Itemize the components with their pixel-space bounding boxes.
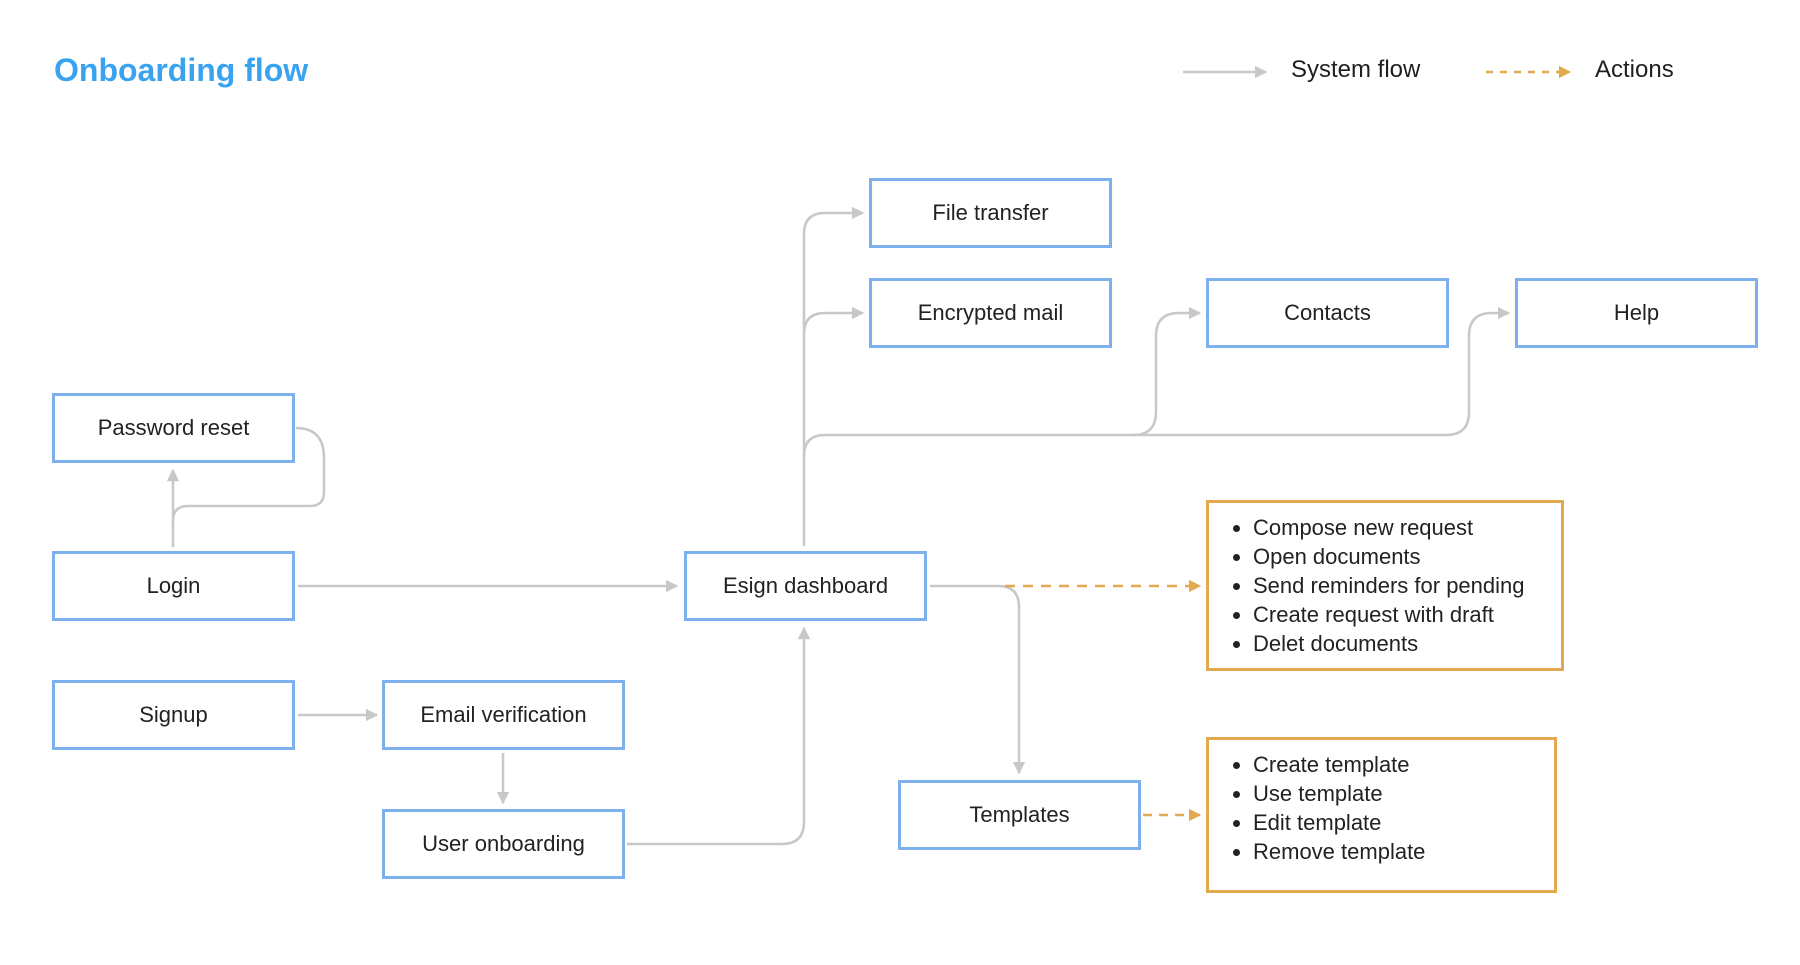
template-actions-box: Create template Use template Edit templa…: [1206, 737, 1557, 893]
template-action-item: Use template: [1253, 779, 1538, 808]
dashboard-actions-list: Compose new request Open documents Send …: [1231, 513, 1545, 658]
page-title: Onboarding flow: [54, 52, 309, 88]
edge-dashboard-to-templates: [930, 584, 1026, 775]
node-email-verification[interactable]: Email verification: [382, 680, 625, 750]
template-action-item: Edit template: [1253, 808, 1538, 837]
template-actions-list: Create template Use template Edit templa…: [1231, 750, 1538, 866]
template-action-item: Create template: [1253, 750, 1538, 779]
edge-dashboard-to-encrypted-mail: [802, 306, 865, 335]
dashboard-action-item: Create request with draft: [1253, 600, 1545, 629]
edge-password-reset-loop: [171, 426, 326, 522]
dashboard-action-item: Open documents: [1253, 542, 1545, 571]
edge-onboarding-to-dashboard: [627, 626, 811, 846]
dashboard-action-item: Delet documents: [1253, 629, 1545, 658]
edge-dashboard-trunk: [802, 206, 865, 546]
node-login[interactable]: Login: [52, 551, 295, 621]
template-action-item: Remove template: [1253, 837, 1538, 866]
legend-actions-label: Actions: [1595, 56, 1674, 83]
node-signup[interactable]: Signup: [52, 680, 295, 750]
dashboard-actions-box: Compose new request Open documents Send …: [1206, 500, 1564, 671]
node-encrypted-mail[interactable]: Encrypted mail: [869, 278, 1112, 348]
node-password-reset[interactable]: Password reset: [52, 393, 295, 463]
node-contacts[interactable]: Contacts: [1206, 278, 1449, 348]
edge-dashboard-horizontal: [802, 306, 1511, 457]
dashboard-action-item: Compose new request: [1253, 513, 1545, 542]
legend-system-flow-label: System flow: [1291, 56, 1421, 83]
node-file-transfer[interactable]: File transfer: [869, 178, 1112, 248]
node-user-onboarding[interactable]: User onboarding: [382, 809, 625, 879]
dashboard-action-item: Send reminders for pending: [1253, 571, 1545, 600]
node-esign-dashboard[interactable]: Esign dashboard: [684, 551, 927, 621]
edge-dashboard-to-contacts: [1132, 306, 1202, 437]
node-help[interactable]: Help: [1515, 278, 1758, 348]
node-templates[interactable]: Templates: [898, 780, 1141, 850]
